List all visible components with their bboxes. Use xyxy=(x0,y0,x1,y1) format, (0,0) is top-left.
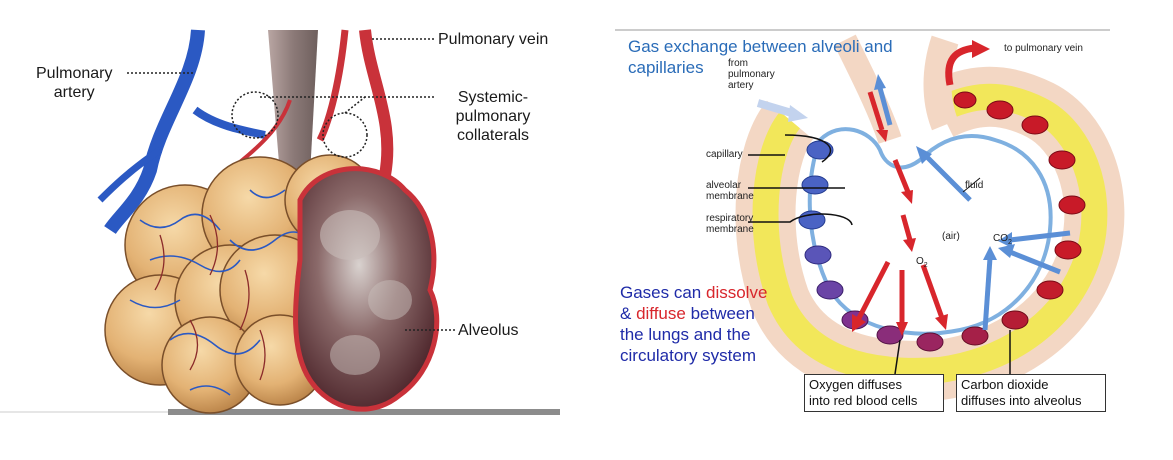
pointer-fluid xyxy=(962,177,981,193)
label-o2: O2 xyxy=(916,256,928,269)
bronchiole xyxy=(268,30,318,175)
callout-capillary xyxy=(748,134,832,163)
label-alveolus: Alveolus xyxy=(458,322,519,339)
label-fluid: fluid xyxy=(965,180,984,191)
collateral-circle xyxy=(231,91,279,139)
artery-inlet-arrowhead xyxy=(788,105,808,122)
label-air: (air) xyxy=(942,231,960,242)
gas-exchange-diagram: Gas exchange between alveoli and capilla… xyxy=(590,0,1173,460)
plasma-layer xyxy=(752,83,1108,384)
alveoli-drawing xyxy=(0,29,560,415)
co2-arrows xyxy=(874,74,1071,331)
label-respiratory-membrane: respiratory membrane xyxy=(706,213,754,235)
oxygen-diffusion-box: Oxygen diffuses into red blood cells xyxy=(804,374,944,412)
vein-exit-arrow xyxy=(945,44,976,86)
label-to-pulmonary-vein: to pulmonary vein xyxy=(1004,43,1083,54)
callout-respiratory-membrane xyxy=(748,213,853,226)
label-collaterals: Systemic- pulmonary collaterals xyxy=(455,89,531,144)
label-from-pulmonary-artery: from pulmonary artery xyxy=(728,58,775,91)
gas-exchange-drawing xyxy=(615,29,1125,401)
label-pulmonary-artery: Pulmonary artery xyxy=(36,65,113,101)
caption: Gases can dissolve & diffuse between the… xyxy=(620,283,768,365)
alveolus-cutaway xyxy=(293,166,440,412)
blood-cells xyxy=(798,91,1086,352)
artery-branch xyxy=(192,106,266,139)
pointer-oxygen-box xyxy=(894,339,901,375)
leader-collaterals xyxy=(344,96,366,114)
alveoli-cluster xyxy=(104,154,376,414)
channel-wall xyxy=(923,35,959,131)
co2-diffusion-box: Carbon dioxide diffuses into alveolus xyxy=(956,374,1106,412)
vein-exit-arrowhead xyxy=(972,40,990,58)
label-pulmonary-vein: Pulmonary vein xyxy=(438,31,549,48)
collateral-circle xyxy=(322,112,368,158)
shadow-bar xyxy=(168,409,560,415)
label-alveolar-membrane: alveolar membrane xyxy=(706,180,754,202)
lung-alveoli-illustration: Pulmonary artery Pulmonary vein Systemic… xyxy=(0,0,575,460)
oxygen-arrows xyxy=(852,91,948,336)
label-capillary: capillary xyxy=(706,149,743,160)
label-co2: CO2 xyxy=(993,233,1012,246)
diagram-title: Gas exchange between alveoli and capilla… xyxy=(628,37,893,77)
artery-branch xyxy=(97,147,162,203)
vein-branch xyxy=(316,29,349,142)
